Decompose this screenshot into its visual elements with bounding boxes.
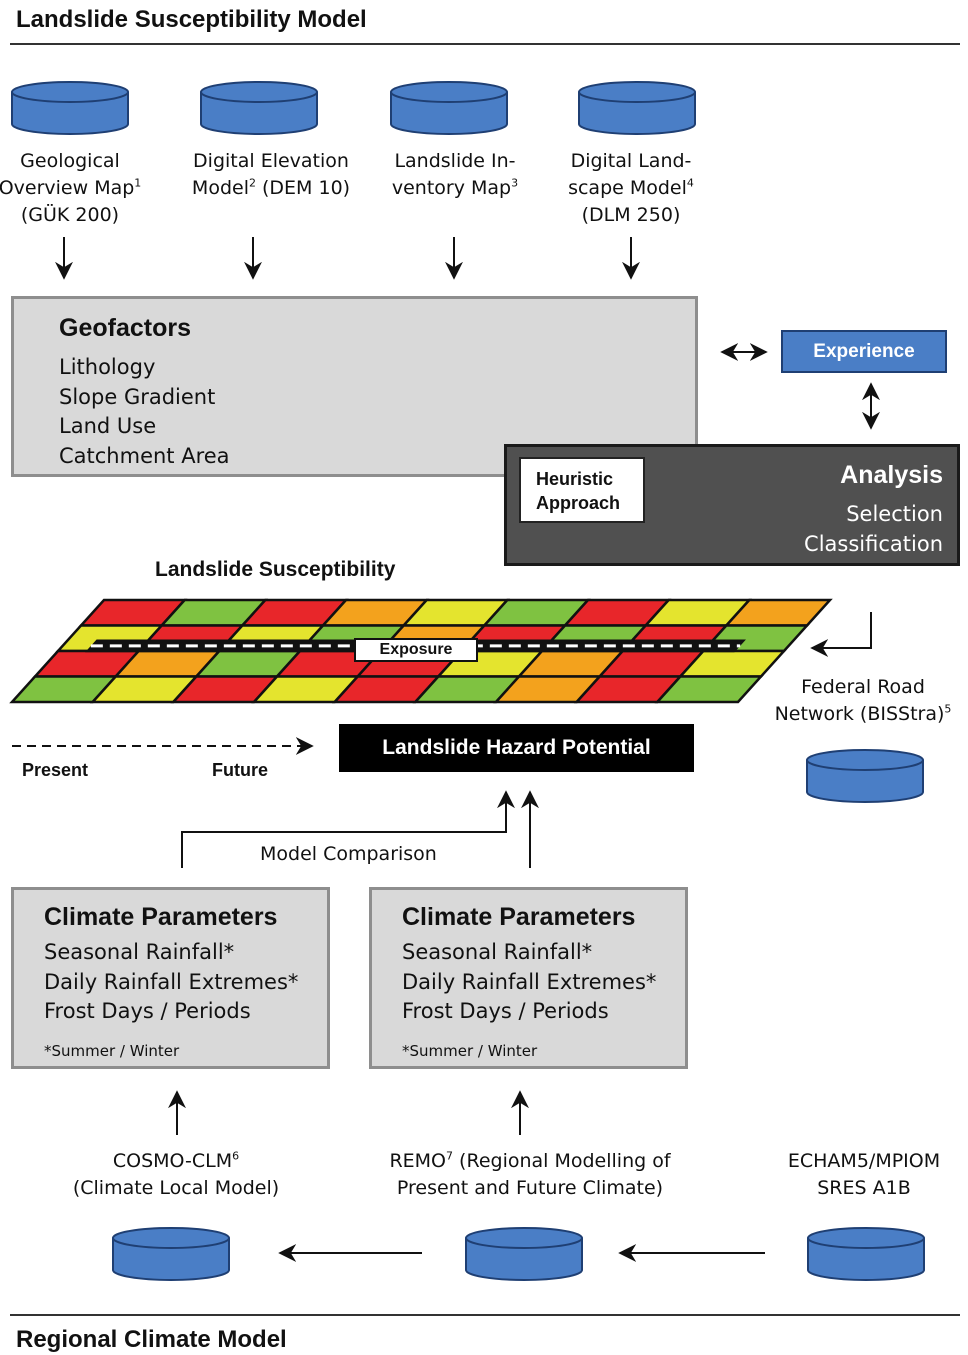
database-icon (465, 1227, 583, 1281)
analysis-box: Heuristic Approach Analysis Selection Cl… (504, 444, 960, 566)
database-icon (578, 81, 696, 135)
database-icon (11, 81, 129, 135)
footer-rule (10, 1314, 960, 1316)
source-geological-label: Geological Overview Map1 (GÜK 200) (0, 150, 142, 226)
climate-heading: Climate Parameters (402, 903, 636, 931)
arrow-road-network (810, 612, 872, 657)
climate-parameters-box-right: Climate Parameters Seasonal Rainfall* Da… (369, 887, 688, 1069)
database-icon (807, 1227, 925, 1281)
climate-note: *Summer / Winter (44, 1042, 180, 1060)
climate-item: Daily Rainfall Extremes* (44, 969, 299, 994)
echam-label: ECHAM5/MPIOM SRES A1B (787, 1150, 941, 1199)
climate-model-title: Regional Climate Model (16, 1326, 287, 1353)
climate-item: Seasonal Rainfall* (402, 940, 593, 964)
source-inventory-label: Landslide In- ventory Map3 (391, 150, 519, 199)
source-landscape-label: Digital Land- scape Model4 (DLM 250) (568, 150, 694, 226)
model-comparison-line (181, 790, 515, 868)
hazard-potential-label: Landslide Hazard Potential (382, 736, 651, 759)
geofactors-box: Geofactors Lithology Slope Gradient Land… (11, 296, 698, 477)
climate-item: Seasonal Rainfall* (44, 940, 235, 964)
model-comparison-label: Model Comparison (260, 843, 437, 865)
analysis-heading: Analysis (840, 461, 943, 489)
source-dem-label: Digital Elevation Model2 (DEM 10) (191, 150, 351, 199)
exposure-label: Exposure (354, 638, 478, 662)
susceptibility-title: Landslide Susceptibility (155, 558, 396, 581)
remo-label: REMO7 (Regional Modelling of Present and… (389, 1149, 671, 1199)
climate-parameters-box-left: Climate Parameters Seasonal Rainfall* Da… (11, 887, 330, 1069)
climate-heading: Climate Parameters (44, 903, 278, 931)
database-icon (390, 81, 508, 135)
model-title: Landslide Susceptibility Model (16, 6, 367, 33)
header-rule (10, 43, 960, 45)
geofactor-item: Slope Gradient (59, 384, 216, 409)
climate-list: Seasonal Rainfall* Daily Rainfall Extrem… (402, 938, 656, 1027)
climate-item: Frost Days / Periods (402, 999, 609, 1023)
climate-list: Seasonal Rainfall* Daily Rainfall Extrem… (44, 938, 298, 1027)
geofactor-item: Lithology (59, 355, 156, 379)
climate-note: *Summer / Winter (402, 1042, 538, 1060)
analysis-item: Classification (804, 531, 943, 556)
heuristic-line1: Heuristic (536, 469, 614, 489)
climate-item: Frost Days / Periods (44, 999, 251, 1023)
geofactors-list: Lithology Slope Gradient Land Use Catchm… (59, 353, 230, 471)
experience-box: Experience (781, 330, 947, 373)
present-label: Present (22, 760, 89, 780)
cosmo-clm-label: COSMO-CLM6 (Climate Local Model) (72, 1149, 280, 1199)
heuristic-approach-box: Heuristic Approach (519, 457, 645, 523)
federal-road-label: Federal Road Network (BISStra)5 (774, 676, 952, 725)
climate-item: Daily Rainfall Extremes* (402, 969, 657, 994)
geofactors-heading: Geofactors (59, 314, 191, 342)
geofactor-item: Land Use (59, 414, 157, 438)
geofactor-item: Catchment Area (59, 443, 230, 468)
database-icon (200, 81, 318, 135)
heuristic-line2: Approach (536, 493, 621, 513)
analysis-item: Selection (846, 502, 943, 526)
experience-label: Experience (813, 341, 915, 362)
database-icon (112, 1227, 230, 1281)
future-label: Future (212, 760, 268, 780)
analysis-list: Selection Classification (804, 500, 943, 559)
database-icon (806, 749, 924, 803)
grid-cell (654, 675, 764, 704)
hazard-potential-box: Landslide Hazard Potential (339, 724, 694, 772)
